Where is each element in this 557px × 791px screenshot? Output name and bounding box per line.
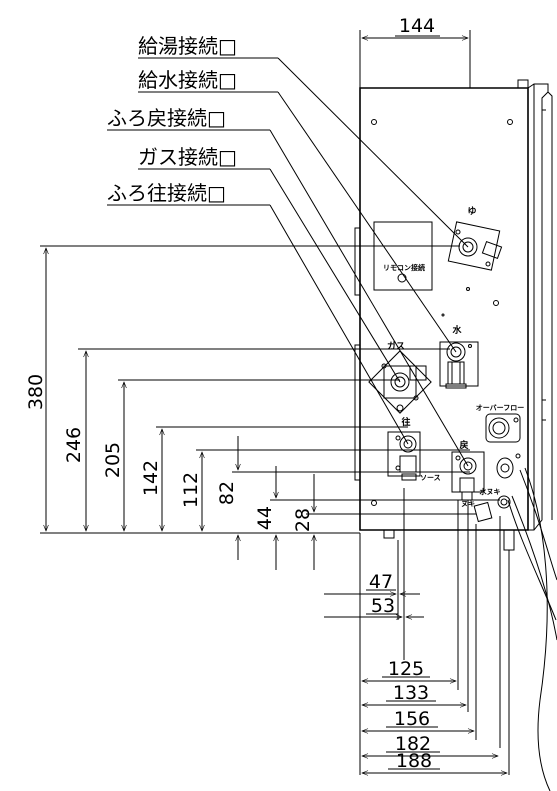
overflow-label: オーバーフロー — [476, 404, 525, 412]
dim-142: 142 — [140, 460, 162, 496]
yu-label: ゆ — [467, 206, 476, 217]
water-heater-body: リモコン接続 ゆ 水 — [354, 79, 557, 791]
dim-380: 380 — [25, 374, 47, 410]
width-dimensions: 47 53 125 133 156 182 188 — [324, 488, 510, 776]
overflow-fitting: オーバーフロー — [476, 404, 525, 479]
gas-label: ガス — [387, 340, 405, 352]
callout-gas: ガス接続□ — [138, 145, 237, 169]
mizu-label: 水 — [452, 324, 462, 336]
dim-28: 28 — [292, 508, 314, 532]
callout-bath-supply: ふろ往接続□ — [107, 181, 226, 205]
dim-133: 133 — [393, 682, 429, 704]
callout-cold-water: 給水接続□ — [138, 68, 237, 92]
callouts: 給湯接続□ 給水接続□ ふろ戻接続□ ガス接続□ ふろ往接続□ — [107, 34, 469, 467]
dim-53: 53 — [371, 595, 395, 617]
dim-125: 125 — [388, 658, 424, 680]
mizunuki-label: 水ヌキ — [480, 487, 501, 496]
callout-hot-water: 給湯接続□ — [138, 34, 237, 58]
dim-82: 82 — [216, 481, 238, 505]
dim-47: 47 — [369, 571, 393, 593]
modori-label: 戻 — [458, 439, 468, 451]
dim-188: 188 — [396, 750, 432, 772]
cold-water-fitting: 水 — [439, 324, 479, 389]
ou-label: 往 — [401, 416, 410, 428]
source-label: ソース — [420, 474, 441, 482]
dim-246: 246 — [63, 427, 85, 463]
callout-bath-return: ふろ戻接続□ — [107, 106, 226, 130]
remote-label: リモコン接続 — [383, 263, 425, 272]
dim-156: 156 — [394, 708, 430, 730]
dim-144: 144 — [399, 15, 435, 37]
dim-205: 205 — [102, 442, 124, 478]
dim-44: 44 — [254, 506, 276, 530]
dim-112: 112 — [180, 472, 202, 508]
top-width-dimension: 144 — [359, 15, 471, 92]
hot-water-fitting: ゆ — [447, 206, 503, 271]
dim-182: 182 — [395, 733, 431, 755]
height-dimensions: 380 246 205 142 112 82 44 28 — [25, 245, 500, 570]
